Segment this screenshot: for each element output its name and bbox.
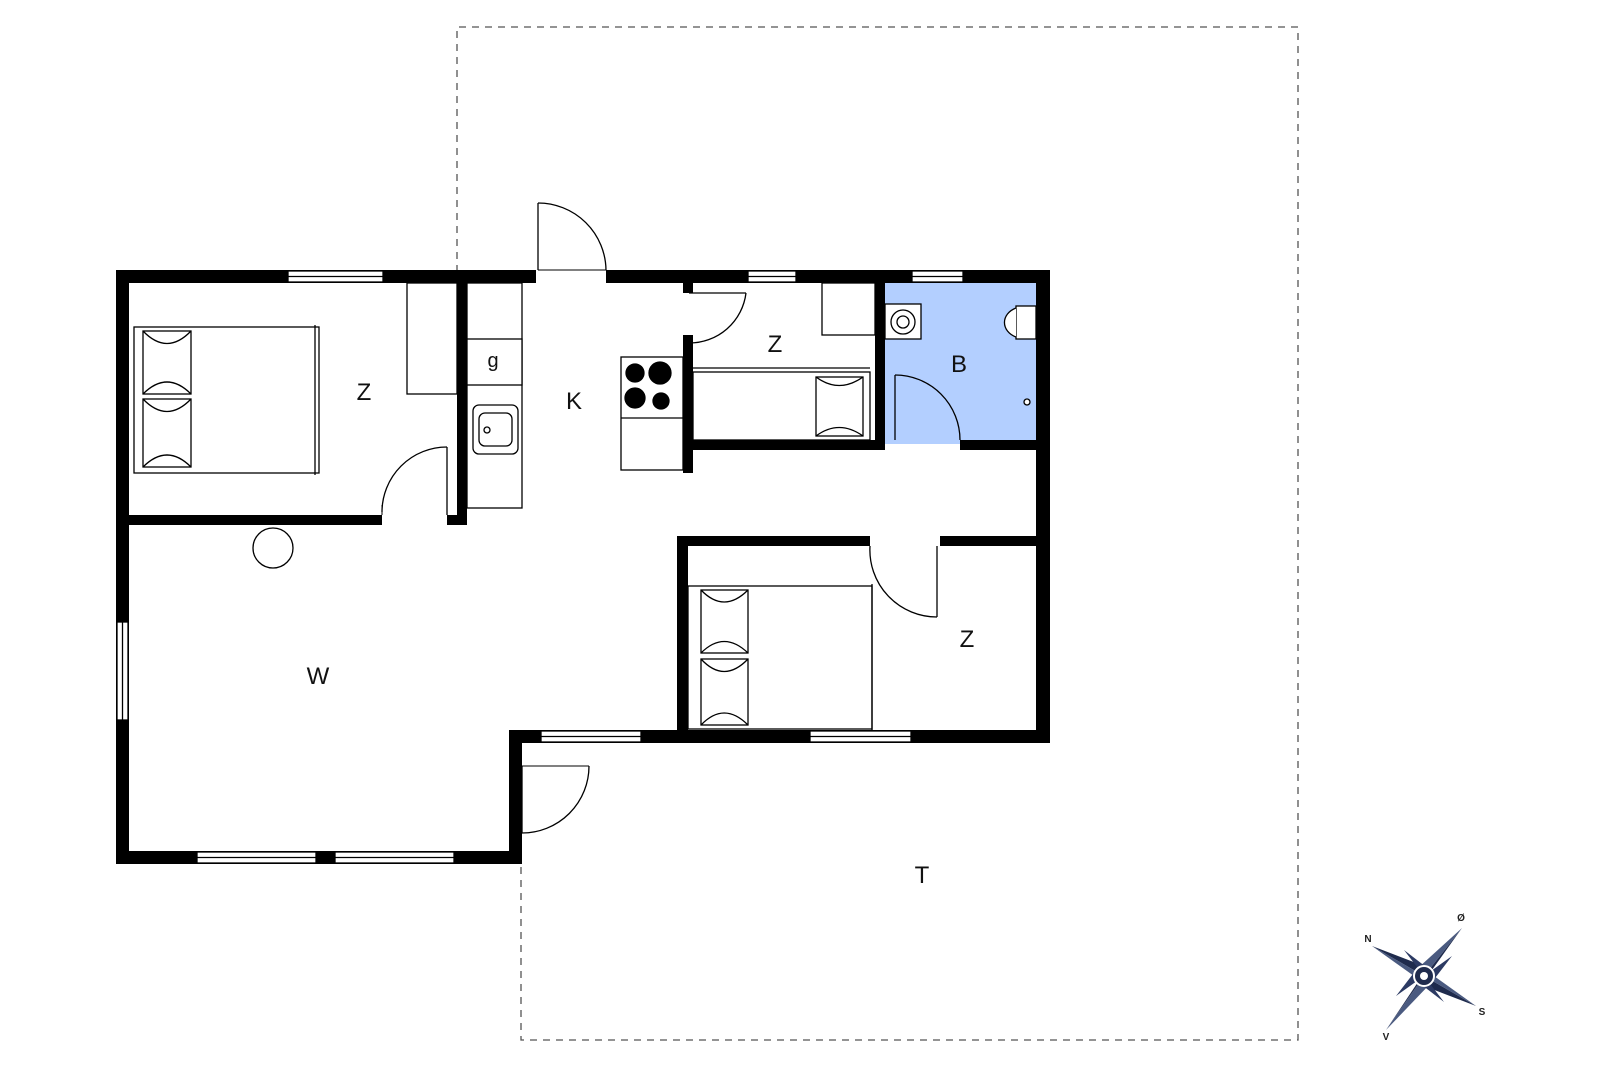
compass-label-north: N xyxy=(1364,934,1371,945)
room-label-bedroom-north-small: Z xyxy=(768,331,783,358)
room-label-terrace: T xyxy=(915,862,930,889)
compass-label-west: V xyxy=(1383,1032,1390,1043)
room-label-bathroom: B xyxy=(951,351,967,378)
doors xyxy=(381,202,961,834)
room-label-living: W xyxy=(307,663,330,690)
compass-label-south: S xyxy=(1479,1007,1486,1018)
room-label-kitchen: K xyxy=(566,388,582,415)
room-label-bedroom-northwest: Z xyxy=(357,379,372,406)
windows xyxy=(116,270,964,864)
furniture xyxy=(133,282,1037,731)
compass-rose xyxy=(1372,928,1476,1030)
terrace-outline xyxy=(456,26,1299,1041)
room-label-gas: g xyxy=(487,350,498,372)
room-label-bedroom-south: Z xyxy=(960,626,975,653)
compass-label-east: Ø xyxy=(1457,913,1465,924)
interior-walls xyxy=(129,283,1040,736)
